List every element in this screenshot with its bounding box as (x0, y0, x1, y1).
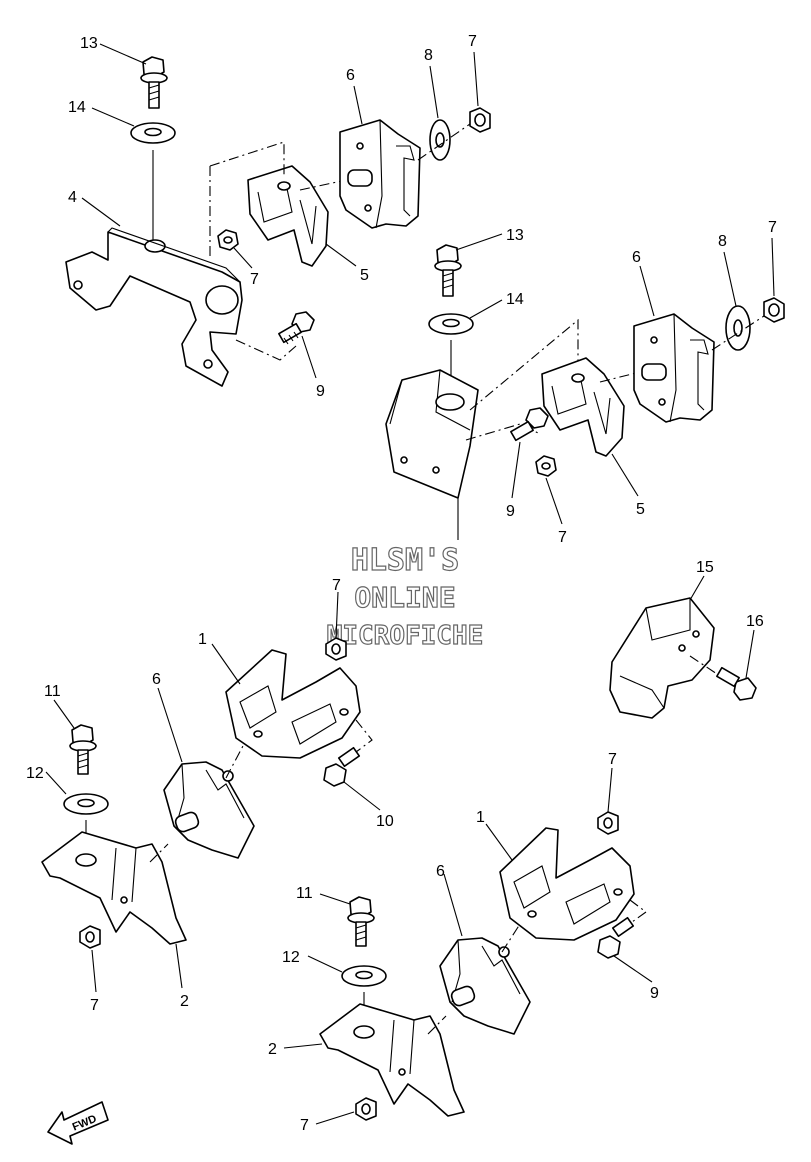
callout-labels: 13 14 4 6 8 7 7 5 9 13 14 6 8 7 9 7 5 7 … (26, 33, 777, 1134)
callout-2-e: 2 (268, 1041, 277, 1058)
bolt-11-e[interactable] (347, 896, 375, 947)
mount-6-c[interactable] (163, 761, 255, 859)
mount-6-a[interactable] (339, 119, 421, 229)
washer-14-b[interactable] (428, 313, 474, 335)
bracket-5-b[interactable] (541, 357, 625, 457)
nut-7-c1[interactable] (325, 637, 347, 661)
callout-8-a: 8 (424, 47, 433, 64)
group-e-assembly (319, 811, 647, 1121)
nut-7-c2[interactable] (79, 925, 101, 949)
washer-8-a[interactable] (429, 119, 451, 161)
watermark: HLSM'S ONLINE MICROFICHE (326, 542, 484, 651)
callout-15: 15 (696, 559, 714, 576)
callout-9-e: 9 (650, 985, 659, 1002)
callout-4: 4 (68, 189, 77, 206)
callout-5-b: 5 (636, 501, 645, 518)
fwd-arrow: FWD (47, 1101, 109, 1145)
nut-7-b1[interactable] (535, 455, 557, 477)
bolt-10[interactable] (323, 746, 361, 787)
callout-13-a: 13 (80, 35, 98, 52)
bracket-4[interactable] (65, 227, 243, 387)
callout-7-c1: 7 (332, 577, 341, 594)
callout-11-c: 11 (44, 683, 61, 700)
callout-12-c: 12 (26, 765, 44, 782)
bracket-block-b[interactable] (385, 369, 479, 499)
group-d-assembly (609, 597, 757, 719)
bracket-5-a[interactable] (247, 165, 329, 267)
callout-14-a: 14 (68, 99, 86, 116)
mount-6-e[interactable] (439, 937, 531, 1035)
part-15[interactable] (609, 597, 715, 719)
leader-lines (45, 43, 775, 1125)
callout-1-c: 1 (198, 631, 207, 648)
callout-7-c2: 7 (90, 997, 99, 1014)
bracket-2-c[interactable] (41, 831, 187, 945)
callout-7-e1: 7 (608, 751, 617, 768)
callout-9-b: 9 (506, 503, 515, 520)
callout-14-b: 14 (506, 291, 524, 308)
callout-6-c: 6 (152, 671, 161, 688)
callout-10: 10 (376, 813, 394, 830)
watermark-line2: ONLINE (354, 581, 455, 614)
callout-7-a2: 7 (250, 271, 259, 288)
callout-2-c: 2 (180, 993, 189, 1010)
callout-7-e2: 7 (300, 1117, 309, 1134)
bolt-9-e[interactable] (597, 916, 635, 959)
bolt-13-a[interactable] (140, 56, 168, 109)
watermark-line1: HLSM'S (351, 543, 459, 578)
callout-7-b1: 7 (768, 219, 777, 236)
nut-7-a2[interactable] (469, 107, 491, 133)
callout-6-b: 6 (632, 249, 641, 266)
callout-1-e: 1 (476, 809, 485, 826)
bracket-1-c[interactable] (225, 649, 361, 759)
washer-14-a[interactable] (130, 122, 176, 144)
bolt-9-a[interactable] (278, 311, 315, 345)
mount-6-b[interactable] (633, 313, 715, 423)
nut-7-e1[interactable] (597, 811, 619, 835)
callout-16: 16 (746, 613, 764, 630)
group-c-assembly (41, 637, 373, 949)
nut-7-b2[interactable] (763, 297, 785, 323)
callout-13-b: 13 (506, 227, 524, 244)
callout-6-a: 6 (346, 67, 355, 84)
callout-5-a: 5 (360, 267, 369, 284)
nut-7-e2[interactable] (355, 1097, 377, 1121)
bolt-9-b[interactable] (510, 407, 549, 442)
group-a-assembly (65, 56, 491, 387)
washer-12-e[interactable] (341, 965, 387, 987)
callout-7-a1: 7 (468, 33, 477, 50)
bolt-13-b[interactable] (434, 244, 462, 297)
watermark-line3: MICROFICHE (327, 621, 484, 651)
nut-7-a1[interactable] (217, 229, 239, 251)
washer-8-b[interactable] (725, 305, 751, 351)
callout-11-e: 11 (296, 885, 313, 902)
callout-6-e: 6 (436, 863, 445, 880)
washer-12-c[interactable] (63, 793, 109, 815)
bolt-16[interactable] (716, 666, 757, 701)
bracket-1-e[interactable] (499, 827, 635, 941)
callout-8-b: 8 (718, 233, 727, 250)
bracket-2-e[interactable] (319, 1003, 465, 1117)
bolt-11-c[interactable] (69, 724, 97, 775)
group-b-assembly (385, 244, 785, 540)
callout-12-e: 12 (282, 949, 300, 966)
callout-9-a: 9 (316, 383, 325, 400)
callout-7-b2: 7 (558, 529, 567, 546)
